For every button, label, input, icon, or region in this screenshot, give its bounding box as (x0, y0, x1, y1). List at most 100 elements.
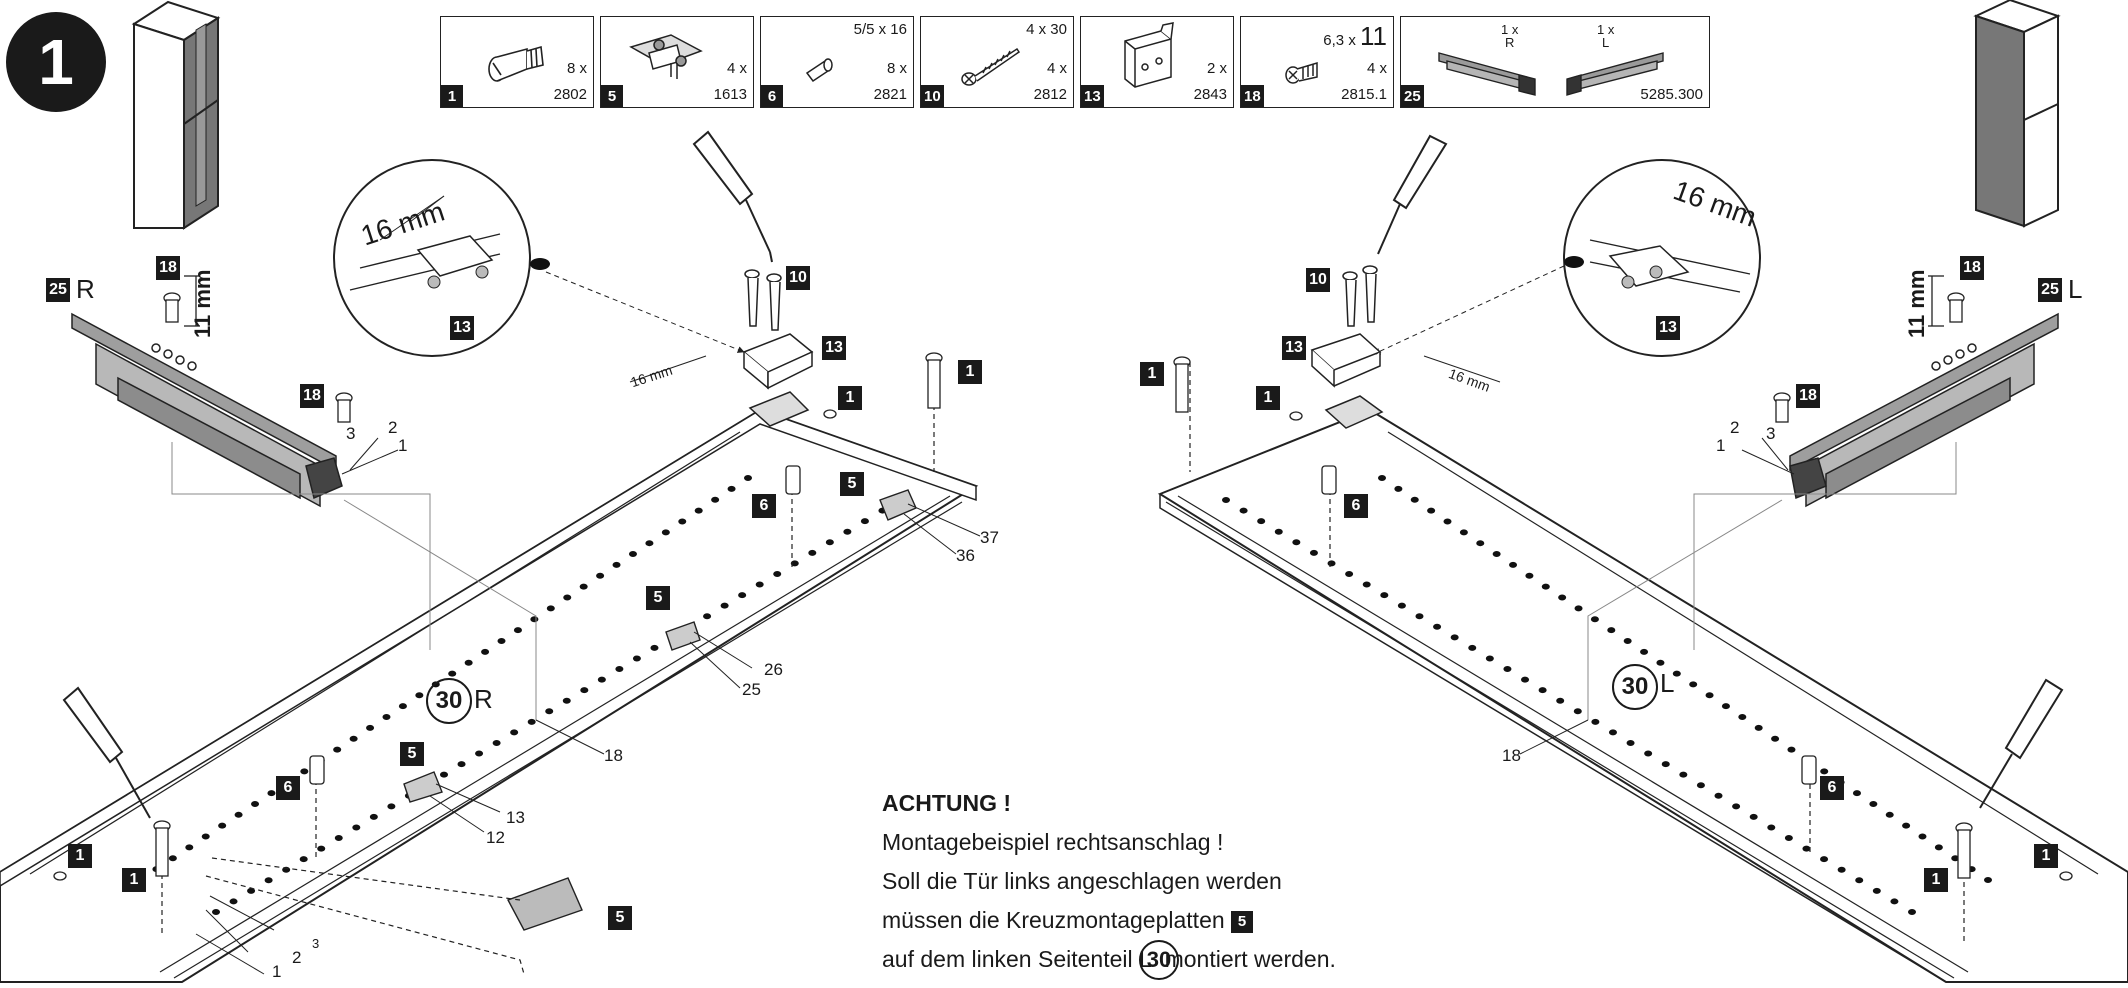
screwdriver-icon (1979, 678, 2064, 809)
drill-hole (1951, 855, 1960, 862)
drawer-runner-right (71, 312, 343, 508)
part-code: 2821 (873, 86, 907, 103)
notice-text: auf dem linken Seitenteil (882, 946, 1133, 972)
drill-hole (530, 616, 539, 623)
drill-hole (738, 592, 747, 599)
drill-hole (645, 540, 654, 547)
screwdriver-icon (1377, 134, 1448, 255)
drill-hole (612, 561, 621, 568)
detail-magnifier-left (333, 159, 745, 357)
part-code: 2802 (553, 86, 587, 103)
drill-hole (201, 833, 210, 840)
drill-hole (1521, 676, 1530, 683)
drill-hole (808, 549, 817, 556)
drill-hole (267, 790, 276, 797)
drill-hole (1661, 761, 1670, 768)
angle-bracket-13-left-panel (1310, 333, 1384, 429)
drill-hole (1623, 637, 1632, 644)
drill-hole (1696, 782, 1705, 789)
drill-hole (790, 560, 799, 567)
drill-hole (1767, 824, 1776, 831)
drill-hole (1327, 560, 1336, 567)
drill-hole (1345, 570, 1354, 577)
dimension-small: 6,3 x (1323, 32, 1356, 49)
part-qty: 1 x (1597, 22, 1615, 37)
drill-hole (349, 735, 358, 742)
drill-hole (580, 687, 589, 694)
drill-hole (579, 583, 588, 590)
notice-text: müssen die Kreuzmontageplatten (882, 907, 1225, 933)
part-qty: 8 x (566, 60, 587, 77)
dashed-guides (161, 360, 1965, 975)
notice-text: montiert werden. (1164, 946, 1336, 972)
drill-hole (1292, 539, 1301, 546)
part-code: 2812 (1033, 86, 1067, 103)
drill-hole (492, 739, 501, 746)
callout-leaders (195, 437, 1795, 975)
drill-hole (744, 475, 752, 481)
drill-hole (1820, 768, 1829, 775)
hole-row-front (1378, 475, 1992, 883)
drill-hole (334, 835, 343, 842)
part-number: 1 (441, 85, 463, 107)
drill-hole (1380, 592, 1389, 599)
drill-hole (1607, 627, 1616, 634)
drill-hole (1450, 634, 1459, 641)
dimension-large: 11 (1360, 21, 1387, 51)
drill-hole (247, 887, 256, 894)
drill-hole (615, 666, 624, 673)
screwdriver-icon (62, 686, 151, 819)
part-qty: 8 x (886, 60, 907, 77)
drill-hole (546, 605, 555, 612)
part-dimension: 6,3 x 11 (1323, 21, 1387, 52)
drill-hole (1908, 909, 1916, 915)
drill-hole (1679, 771, 1688, 778)
drill-hole (1485, 655, 1494, 662)
drill-hole (352, 824, 361, 831)
drill-hole (1394, 485, 1403, 492)
hole-row-front (136, 475, 752, 883)
angle-bracket-13-right-panel (742, 333, 814, 427)
euro-screw-18 (163, 275, 1965, 423)
drill-hole (1558, 594, 1567, 601)
part-number: 25 (1401, 85, 1424, 107)
drill-hole (333, 746, 342, 753)
drill-hole (1640, 648, 1649, 655)
part-13-angle-bracket: 2 x 2843 13 (1080, 16, 1234, 108)
drill-hole (510, 729, 519, 736)
drill-hole (431, 681, 440, 688)
dowel-6 (309, 465, 1817, 785)
drill-hole (720, 602, 729, 609)
drill-hole (563, 594, 572, 601)
drill-hole (727, 485, 736, 492)
drill-hole (513, 627, 522, 634)
drill-hole (1802, 845, 1811, 852)
drill-hole (678, 518, 687, 525)
drill-hole (1885, 811, 1894, 818)
notice-line: müssen die Kreuzmontageplatten 5 (882, 901, 1336, 940)
drill-hole (264, 877, 273, 884)
drill-hole (464, 659, 473, 666)
drill-hole (1556, 697, 1565, 704)
tag-part-5: 5 (1231, 910, 1254, 933)
drill-hole (475, 750, 484, 757)
drill-hole (1443, 518, 1452, 525)
drill-hole (1934, 844, 1943, 851)
cabinet-thumbnail-right (1973, 0, 2061, 228)
drill-hole (1492, 551, 1501, 558)
wood-screw-10 (744, 265, 1378, 331)
part-number: 18 (1241, 85, 1264, 107)
drill-hole (1738, 714, 1747, 721)
drill-hole (562, 697, 571, 704)
drill-hole (369, 813, 378, 820)
drill-hole (1714, 792, 1723, 799)
drill-hole (1591, 718, 1600, 725)
drill-hole (1890, 898, 1899, 905)
drill-hole (1274, 528, 1283, 535)
part-dimension: 5/5 x 16 (853, 21, 907, 38)
drill-hole (1378, 475, 1386, 481)
panel-number-30: 30 (1139, 940, 1179, 980)
